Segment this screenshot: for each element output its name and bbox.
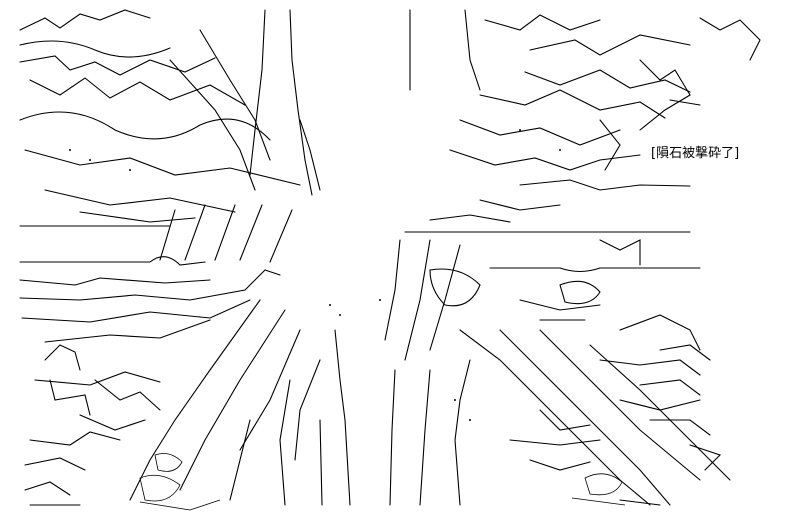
- right-top-debris: [404, 9, 761, 233]
- right-bottom-figures: [509, 314, 722, 506]
- caption-label: [隕石被撃砕了]: [651, 146, 740, 161]
- left-bottom-figures: [24, 379, 221, 511]
- left-upper-beams: [169, 9, 321, 196]
- left-top-debris: [19, 9, 301, 227]
- right-middle-streaks: [384, 239, 731, 506]
- left-middle-streaks: [19, 204, 351, 506]
- scattered-dots: [69, 129, 561, 421]
